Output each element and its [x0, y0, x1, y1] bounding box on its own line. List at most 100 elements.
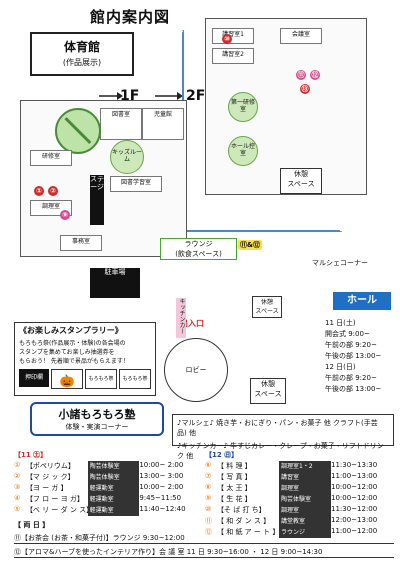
- rest-space-upper[interactable]: 休憩 スペース: [252, 296, 282, 318]
- schedule12-cell: 12:00~13:00: [331, 516, 378, 524]
- marche-line-1: ♪マルシェ♪ 焼き芋・おにぎり・パン・お菓子 他 クラフト(手芸 品) 他: [177, 419, 378, 437]
- schedule12-cell: 調理室: [279, 505, 331, 516]
- hall-open11: 開会式 9:00~: [325, 330, 370, 338]
- room-study[interactable]: 図書学習室: [110, 176, 162, 192]
- parking-label: 駐車場: [104, 268, 126, 276]
- schedule11-cell: ⑤: [14, 505, 21, 513]
- rest-space-lower-sub: スペース: [254, 390, 282, 398]
- schedule11-cell: ③: [14, 483, 21, 491]
- marker-2f-10[interactable]: ⑩: [222, 34, 232, 44]
- stage-board-label: ステージ: [90, 175, 104, 192]
- room-2f-lecture2-label: 講習室2: [222, 51, 244, 58]
- lounge-room[interactable]: ラウンジ (飲食スペース): [160, 238, 237, 260]
- marker-2f-11[interactable]: ⑪: [296, 70, 306, 80]
- hall-day12: 12 日(日): [325, 363, 356, 371]
- rest-space-lower[interactable]: 休憩 スペース: [250, 378, 286, 404]
- hall-direction-arrow[interactable]: ホール: [333, 292, 391, 310]
- schedule12-cell: 10:00~12:00: [331, 494, 378, 502]
- lounge-name: ラウンジ: [184, 240, 213, 248]
- schedule12-cell: ラウンジ: [279, 527, 331, 538]
- lounge-number-badge[interactable]: ⑪&⑫: [238, 240, 262, 250]
- room-2f-lecture2[interactable]: 講習室2: [212, 48, 254, 64]
- entrance-label: 出入口: [180, 319, 204, 328]
- stamp-cell-2[interactable]: もろもろ祭: [85, 369, 117, 389]
- lounge-sub: (飲食スペース): [175, 250, 222, 258]
- room-library-label: 図書室: [111, 111, 130, 118]
- marker-2f-13[interactable]: ⑬: [300, 84, 310, 94]
- room-2f-hall-waiting[interactable]: ホール控室: [228, 136, 258, 166]
- schedule11-cell: 9:45~11:50: [139, 494, 182, 502]
- gym-room[interactable]: 体育館 (作品展示): [30, 32, 134, 76]
- room-kids-circle[interactable]: キッズルーム: [110, 140, 144, 174]
- day12-header: 【12 ㊐】: [205, 451, 239, 459]
- schedule-both: 【 両 日 】 ⑪【お茶会 (お茶・和菓子付)】ラウンジ 9:30~12:00 …: [14, 520, 394, 558]
- robby-circle[interactable]: ロビー: [164, 338, 228, 402]
- schedule12-cell: ⑩: [205, 505, 212, 513]
- rest-space-upper-sub: スペース: [255, 308, 279, 315]
- schedule12-cell: 11:00~13:00: [331, 472, 378, 480]
- schedule11-cell: ①: [14, 461, 21, 469]
- hall-am11: 午前の部 9:20~: [325, 341, 377, 349]
- schedule12-cell: ⑥: [205, 461, 212, 469]
- connector-dashed-horizontal: [182, 230, 342, 232]
- stamp-cell-3[interactable]: もろもろ祭: [119, 369, 151, 389]
- schedule11-cell: 10:00~ 2:00: [139, 461, 184, 469]
- stage-board: ステージ: [90, 175, 104, 225]
- floor-2f-label: 2F: [186, 88, 206, 104]
- both-item-2: ⑫【アロマ&ハーブを使ったインテリア作り】会 議 室 11 日 9:30~16:…: [14, 547, 394, 558]
- marker-2f-12[interactable]: ⑫: [310, 70, 320, 80]
- arrow-1f-head: [117, 92, 123, 100]
- both-header: 【 両 日 】: [14, 521, 50, 529]
- marche-line-2: ♪キッチンカー♪ 牛すじカレー・クレープ・お菓子・リフトドリンク 他: [177, 442, 384, 460]
- moro-juku-title: 小諸もろもろ塾: [58, 408, 136, 421]
- room-2f-hall-waiting-label: ホール控室: [230, 143, 255, 157]
- room-2f-meeting[interactable]: 会議室: [280, 28, 322, 44]
- room-library[interactable]: 図書室: [100, 108, 142, 140]
- room-jidokan[interactable]: 児童館: [142, 108, 184, 140]
- schedule12-cell: 11:30~12:00: [331, 505, 378, 513]
- moro-juku-sub: 体験・実演コーナー: [65, 423, 129, 431]
- robby-label: ロビー: [185, 366, 207, 374]
- room-2f-training1[interactable]: 第一研修室: [228, 92, 258, 122]
- schedule12-cell: ⑫: [205, 528, 212, 536]
- schedule11-cell: 【フ ロ ー ヨ ガ】: [25, 495, 84, 503]
- schedule12-cell: 10:00~12:00: [331, 483, 378, 491]
- room-2f-meeting-label: 会議室: [291, 31, 310, 38]
- marche-info-box: ♪マルシェ♪ 焼き芋・おにぎり・パン・お菓子 他 クラフト(手芸 品) 他 ♪キ…: [172, 414, 394, 460]
- rest-space-upper-label: 休憩: [260, 299, 273, 306]
- schedule11-cell: 軽運動室: [87, 494, 140, 505]
- hall-day11: 11 日(土): [325, 319, 356, 327]
- room-training[interactable]: 研修室: [30, 150, 72, 166]
- page-title: 館内案内図: [89, 8, 170, 26]
- schedule11-cell: 軽運動室: [87, 505, 140, 516]
- room-training-label: 研修室: [41, 153, 60, 160]
- both-item-1: ⑪【お茶会 (お茶・和菓子付)】ラウンジ 9:30~12:00: [14, 533, 394, 544]
- marker-1[interactable]: ①: [34, 186, 44, 196]
- room-2f-lecture1[interactable]: 講習室1: [212, 28, 254, 44]
- stamp-line-1: もろもろ祭(作品展示・体験)の各会場の: [19, 340, 126, 347]
- day11-header: 【11 ㊏】: [14, 451, 48, 459]
- room-cooking-label: 調理室: [41, 203, 60, 210]
- moro-juku-banner[interactable]: 小諸もろもろ塾 体験・実演コーナー: [30, 402, 164, 436]
- rest-space-2f[interactable]: 休憩 スペース: [280, 168, 322, 194]
- schedule12-cell: ⑦: [205, 472, 212, 480]
- schedule12-cell: 講堂教室: [279, 516, 331, 527]
- room-office[interactable]: 事務室: [60, 235, 102, 251]
- marker-9[interactable]: ⑨: [60, 210, 70, 220]
- marker-2[interactable]: ②: [48, 186, 58, 196]
- stamp-cell-pumpkin[interactable]: 🎃: [51, 369, 83, 389]
- schedule12-cell: ⑧: [205, 483, 212, 491]
- rest-space-2f-label: 休憩: [294, 170, 308, 178]
- room-study-label: 図書学習室: [120, 179, 151, 186]
- schedule11-cell: ②: [14, 472, 21, 480]
- kitchen-car-zone[interactable]: キッチンカー: [176, 298, 186, 338]
